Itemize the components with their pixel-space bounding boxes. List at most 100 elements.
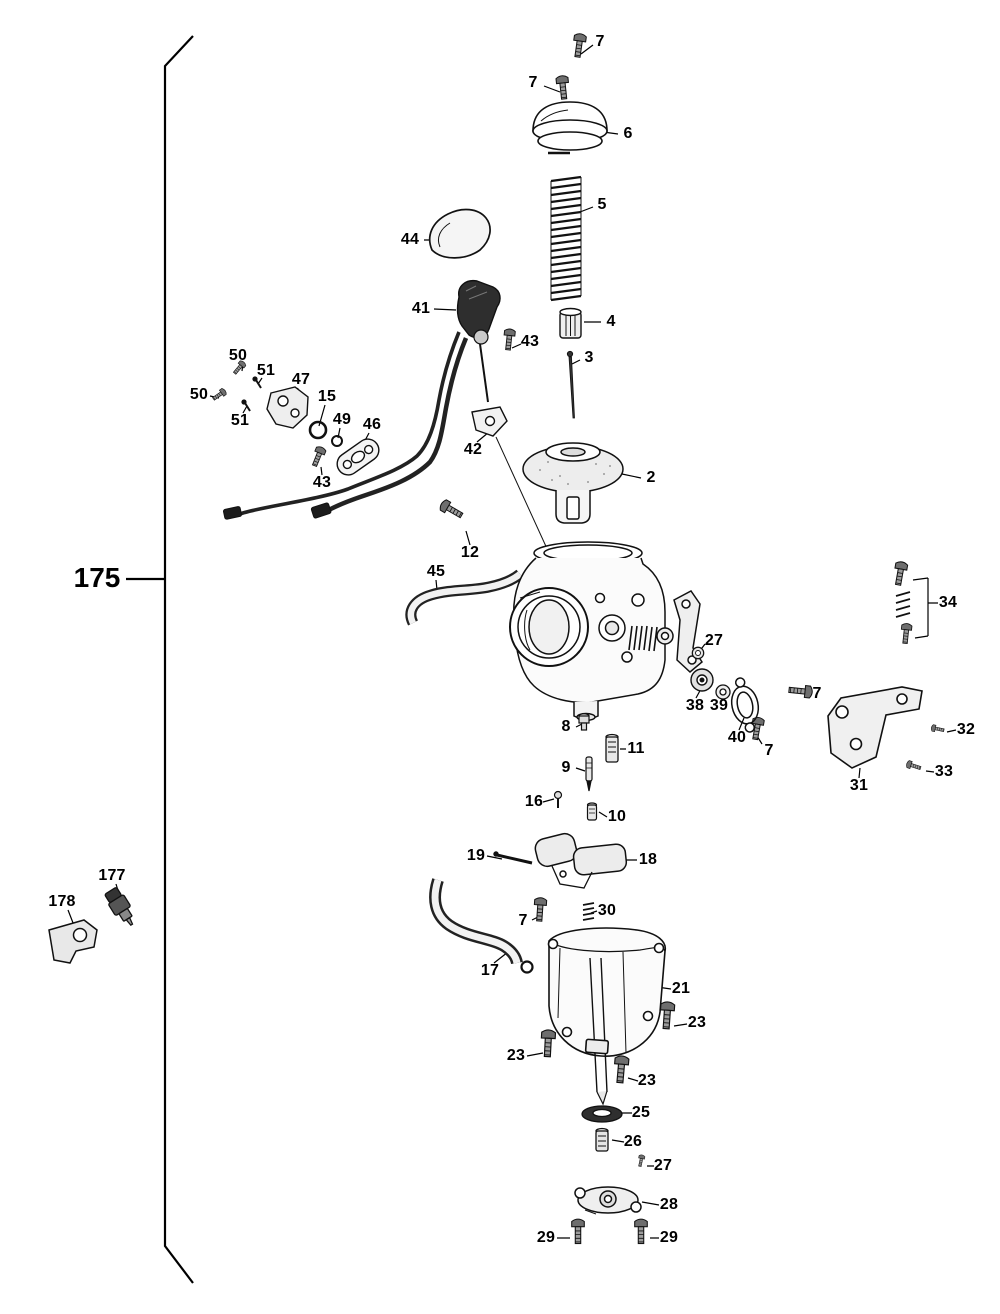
part-30-spring <box>582 902 595 921</box>
part-29-bolt-a <box>571 1218 585 1245</box>
part-label-32: 32 <box>956 721 976 738</box>
part-label-2: 2 <box>646 469 656 486</box>
part-38-valve-disc <box>690 668 714 692</box>
page-border-line <box>163 35 194 1284</box>
part-7-screw-c <box>787 683 814 699</box>
part-3-jet-needle <box>566 350 575 419</box>
part-16-float-valve <box>553 790 563 808</box>
part-label-16: 16 <box>524 793 544 810</box>
part-label-7-e: 7 <box>518 912 528 929</box>
part-label-25: 25 <box>631 1104 651 1121</box>
part-label-40: 40 <box>727 729 747 746</box>
part-label-31: 31 <box>849 777 869 794</box>
part-label-51-b: 51 <box>230 412 250 429</box>
part-46-flange-gasket <box>336 438 380 476</box>
part-18-float <box>534 832 628 889</box>
part-43-screw-b <box>309 445 328 469</box>
part-label-178: 178 <box>48 893 76 910</box>
part-10-pilot-jet <box>586 802 598 821</box>
part-178-bracket <box>48 919 98 964</box>
part-label-5: 5 <box>597 196 607 213</box>
part-11-jet-holder <box>605 733 619 763</box>
part-45-hose <box>405 569 524 626</box>
part-label-7-a: 7 <box>595 33 605 50</box>
part-label-28: 28 <box>659 1196 679 1213</box>
part-label-9: 9 <box>561 759 571 776</box>
part-44-rubber-cap <box>428 208 491 259</box>
part-label-23-c: 23 <box>637 1072 657 1089</box>
part-33-screw <box>905 759 922 772</box>
part-label-38: 38 <box>685 697 705 714</box>
part-label-45: 45 <box>426 563 446 580</box>
part-177-sensor <box>104 887 134 927</box>
part-label-11: 11 <box>627 740 645 757</box>
part-27-washer-a <box>691 646 705 660</box>
part-label-29-b: 29 <box>659 1229 679 1246</box>
part-17-hose <box>429 878 534 974</box>
part-label-12: 12 <box>460 544 480 561</box>
part-23-bolt-c <box>612 1054 630 1084</box>
part-23-bolt-a <box>658 1000 676 1030</box>
part-49-oring <box>331 435 343 447</box>
part-label-49: 49 <box>332 411 352 428</box>
part-label-7-b: 7 <box>528 74 538 91</box>
part-label-29-a: 29 <box>536 1229 556 1246</box>
part-19-float-pin <box>493 851 533 865</box>
part-label-26: 26 <box>623 1133 643 1150</box>
part-29-bolt-b <box>634 1218 648 1245</box>
part-label-44: 44 <box>400 231 420 248</box>
part-25-sealing-washer <box>581 1105 623 1123</box>
part-31-bracket <box>827 686 923 769</box>
part-label-27-a: 27 <box>704 632 724 649</box>
part-label-43-b: 43 <box>312 474 332 491</box>
part-label-46: 46 <box>362 416 382 433</box>
part-label-15: 15 <box>317 388 337 405</box>
part-39-washer <box>715 684 731 700</box>
part-26-drain-screw <box>595 1127 609 1152</box>
part-label-23-a: 23 <box>687 1014 707 1031</box>
part-label-42: 42 <box>463 441 483 458</box>
part-label-10: 10 <box>607 808 627 825</box>
part-label-41: 41 <box>411 300 431 317</box>
part-label-19: 19 <box>466 847 486 864</box>
part-2-diaphragm-piston <box>522 442 624 524</box>
part-51-pin-b <box>241 399 251 412</box>
part-7-screw-top-b <box>555 74 571 101</box>
part-4-spring-seat <box>559 307 582 339</box>
part-label-18: 18 <box>638 851 658 868</box>
part-21-float-bowl <box>547 927 667 1106</box>
part-label-51-a: 51 <box>256 362 276 379</box>
part-47-bracket <box>266 386 309 429</box>
part-12-screw <box>437 498 466 522</box>
part-32-screw <box>930 724 945 734</box>
part-label-3: 3 <box>584 349 594 366</box>
part-label-47: 47 <box>291 371 311 388</box>
part-label-43-a: 43 <box>520 333 540 350</box>
part-label-39: 39 <box>709 697 729 714</box>
part-6-top-cap <box>532 101 608 155</box>
part-label-17: 17 <box>480 962 500 979</box>
part-label-8: 8 <box>561 718 571 735</box>
part-label-50-b: 50 <box>189 386 209 403</box>
part-40-gasket <box>730 677 760 733</box>
needle-guide-line <box>495 436 550 554</box>
part-27-screw-b <box>636 1154 646 1168</box>
part-15-oring <box>308 420 328 440</box>
part-label-4: 4 <box>606 313 616 330</box>
part-label-7-d: 7 <box>764 742 774 759</box>
part-label-6: 6 <box>623 125 633 142</box>
part-label-34: 34 <box>938 594 958 611</box>
part-5-spring <box>550 175 582 302</box>
part-42-needle-plate <box>471 406 508 437</box>
figure-number: 175 <box>73 562 121 593</box>
part-34-screws-spring <box>891 560 913 645</box>
part-51-pin-a <box>252 376 262 389</box>
part-label-21: 21 <box>671 980 691 997</box>
part-label-30: 30 <box>597 902 617 919</box>
part-label-177: 177 <box>98 867 126 884</box>
part-41-choke-plunger <box>223 279 501 520</box>
part-label-7-c: 7 <box>812 685 822 702</box>
part-28-drain-plate <box>574 1186 642 1215</box>
